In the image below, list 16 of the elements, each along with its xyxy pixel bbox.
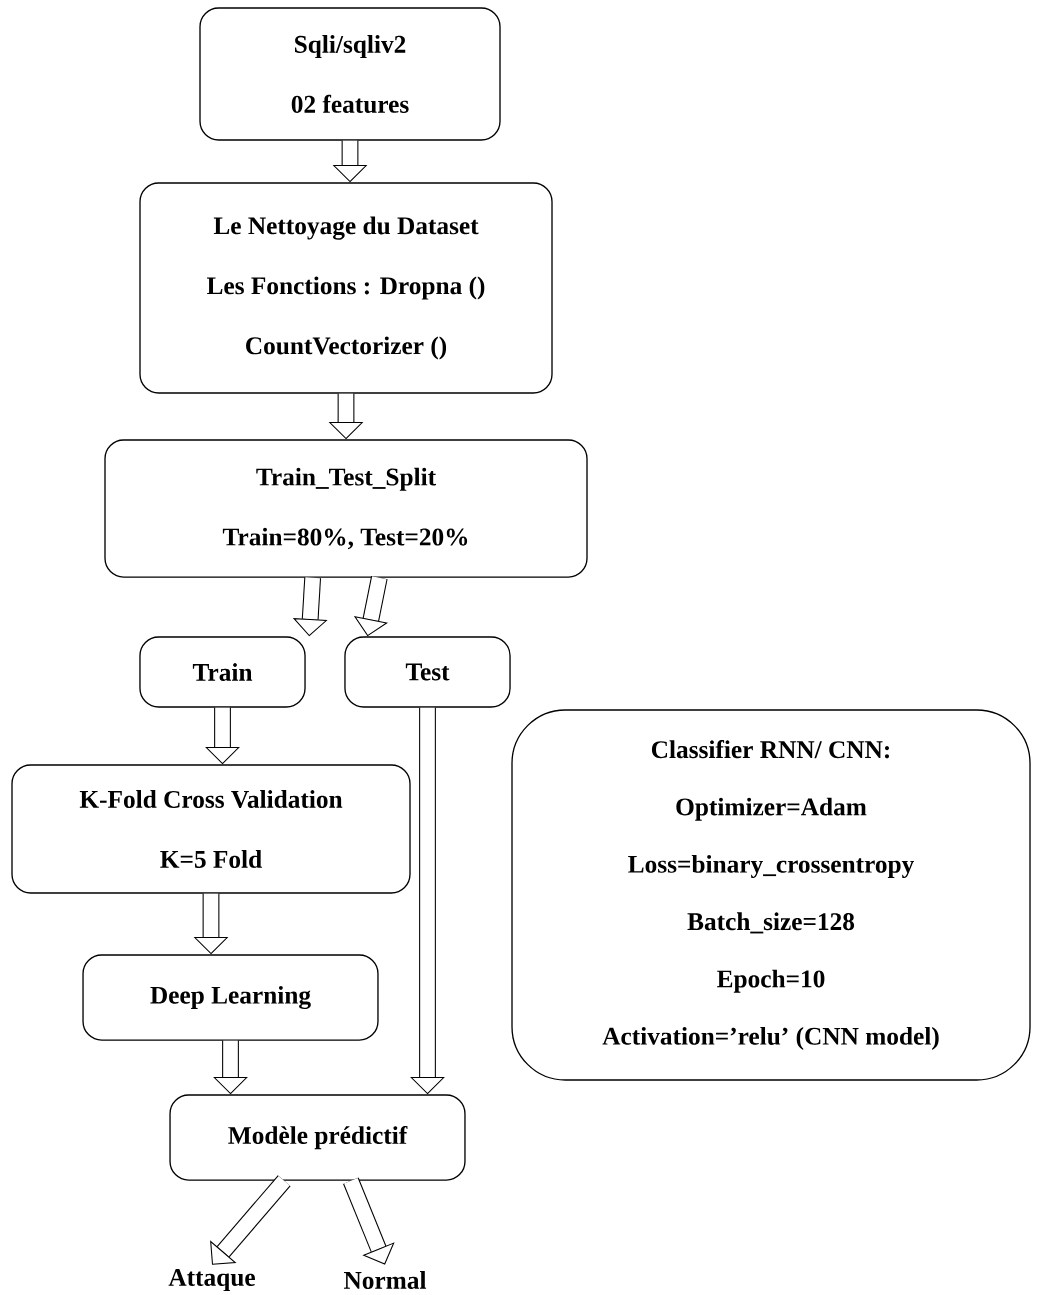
process-box: Train: [139, 636, 306, 708]
process-box: Test: [344, 636, 511, 708]
block-arrow: [343, 1177, 395, 1265]
output-label: Attaque: [168, 1268, 255, 1292]
process-box: Le Nettoyage du Dataset Les Fonctions : Dropna () CountVectorizer (): [139, 182, 553, 394]
block-arrow: [213, 1040, 248, 1095]
process-box: Modèle prédictif: [169, 1094, 466, 1181]
block-arrow: [410, 707, 445, 1095]
output-label: Normal: [344, 1271, 427, 1289]
process-box: K-Fold Cross Validation K=5 Fold: [11, 764, 411, 894]
process-box: Deep Learning: [82, 954, 379, 1041]
parameters-box: Classifier RNN/ CNN: Optimizer=Adam Loss=binary_crossentropy Batch_size=128 Epoch=10 Activation=’relu’ (CNN model): [511, 709, 1031, 1081]
block-arrow: [205, 707, 240, 765]
block-arrow: [210, 1175, 291, 1265]
process-box: Sqli/sqliv2 02 features: [199, 7, 501, 141]
process-box: Train_Test_Split Train=80%, Test=20%: [104, 439, 588, 578]
